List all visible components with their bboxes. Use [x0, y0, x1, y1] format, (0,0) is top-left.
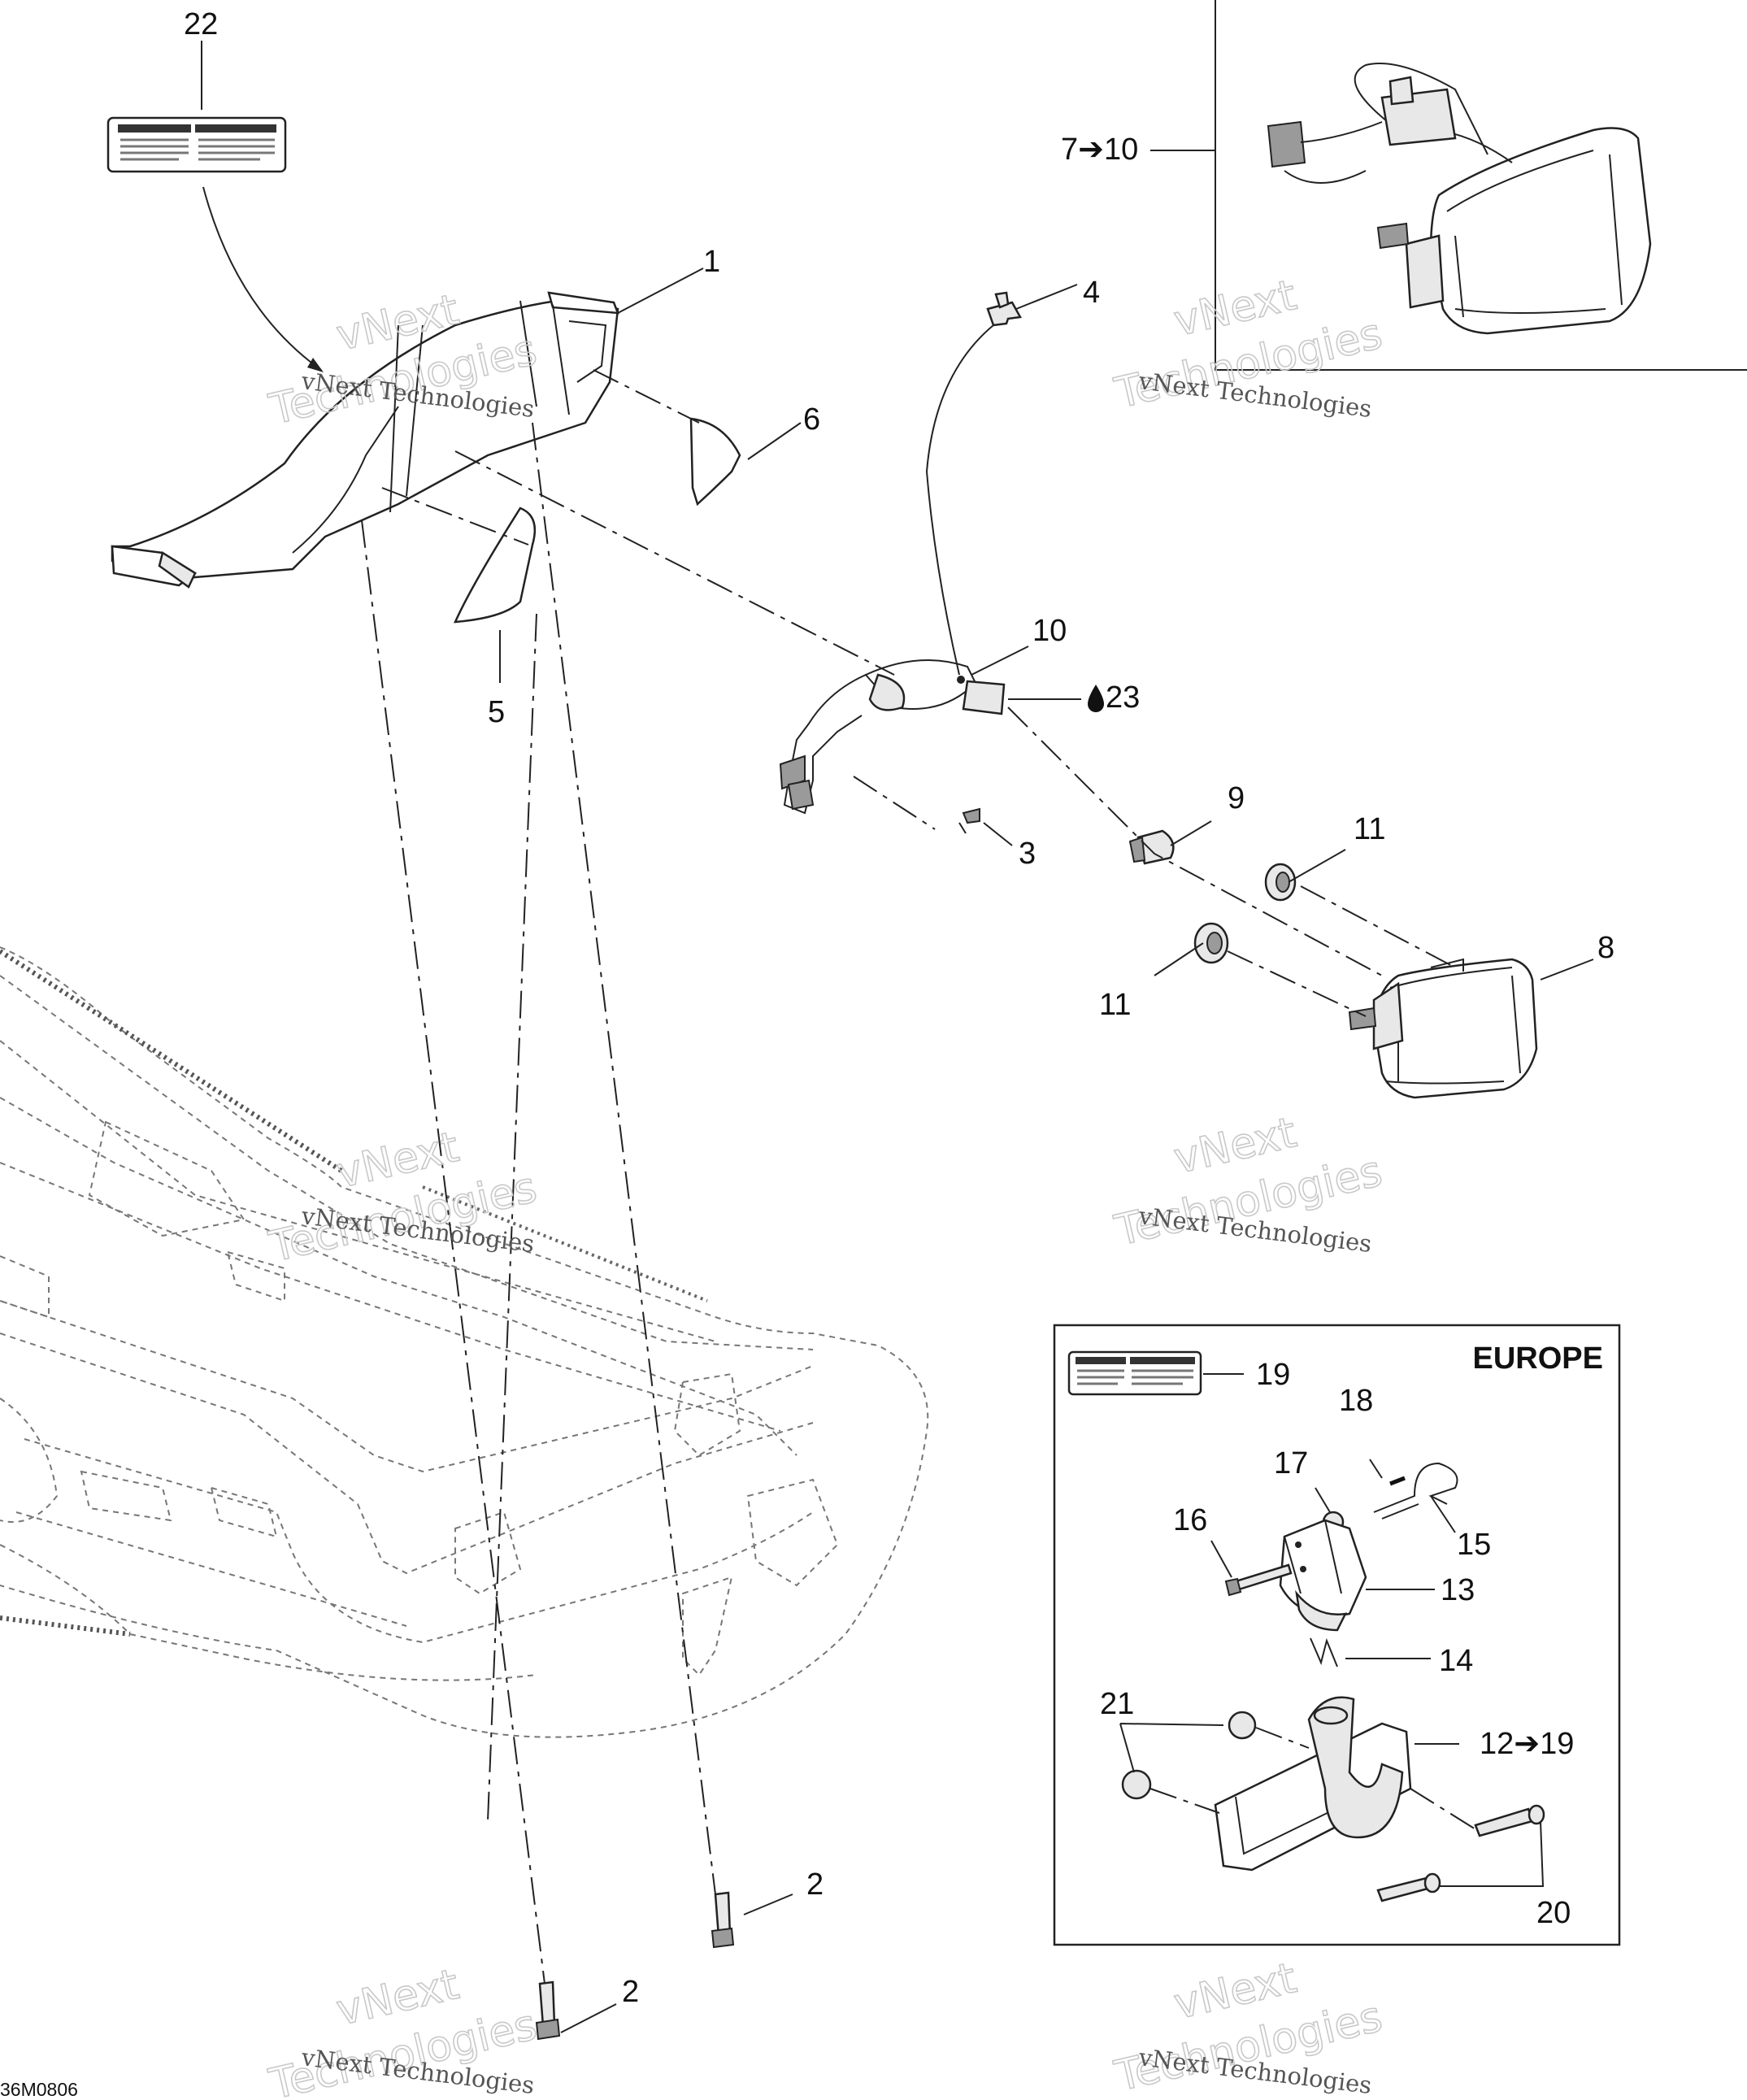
grommet-part-11-lower — [1193, 922, 1229, 964]
callout-9: 9 — [1228, 781, 1245, 815]
callout-10: 10 — [1032, 614, 1067, 648]
callout-3: 3 — [1019, 837, 1036, 871]
callout-20: 20 — [1536, 1896, 1571, 1930]
callout-16: 16 — [1173, 1503, 1207, 1537]
callout-17: 17 — [1274, 1446, 1308, 1480]
callout-5: 5 — [488, 695, 505, 729]
bolt-part-2-left — [535, 1980, 561, 2041]
callout-21: 21 — [1100, 1687, 1134, 1721]
callout-labels: 22 1 4 6 5 7➔10 10 23 3 9 11 11 8 2 2 EU… — [0, 7, 1614, 2100]
callout-4: 4 — [1083, 276, 1100, 310]
watermarks: vNext Technologies vNext Technologies vN… — [264, 270, 1388, 2100]
europe-title: EUROPE — [1473, 1341, 1603, 1376]
bulb-part-9 — [1128, 829, 1175, 865]
oil-drop-icon — [1088, 685, 1104, 712]
callout-13: 13 — [1441, 1573, 1475, 1607]
warning-decal-part-22 — [106, 116, 287, 173]
callout-22: 22 — [184, 7, 218, 41]
grommet-part-11-upper — [1264, 863, 1297, 902]
callout-12-19: 12➔19 — [1480, 1727, 1574, 1761]
callout-2-right: 2 — [806, 1867, 824, 1902]
leader-lines — [201, 41, 1594, 2033]
hood-part-1 — [111, 291, 619, 589]
bolt-part-2-right — [711, 1891, 735, 1949]
callout-19: 19 — [1256, 1358, 1290, 1392]
callout-11-upper: 11 — [1354, 812, 1385, 846]
headlight-part-8 — [1348, 958, 1538, 1099]
screw-part-3 — [958, 807, 980, 834]
harness-part-10 — [779, 659, 1006, 815]
drawing-code: 36M0806 — [0, 2079, 78, 2100]
deflector-part-6 — [689, 417, 741, 507]
callout-23: 23 — [1106, 680, 1140, 715]
callout-8: 8 — [1597, 931, 1614, 965]
callout-11-lower: 11 — [1099, 988, 1131, 1022]
callout-2-left: 2 — [622, 1975, 639, 2009]
callout-7-10: 7➔10 — [1061, 133, 1138, 167]
assembly-lines — [361, 369, 1456, 1985]
callout-6: 6 — [803, 402, 820, 437]
vehicle-frame — [0, 946, 929, 1738]
callout-15: 15 — [1457, 1528, 1491, 1562]
callout-14: 14 — [1439, 1644, 1473, 1678]
connector-part-4 — [925, 291, 1022, 684]
callout-1: 1 — [703, 245, 720, 279]
detail-box-7-10 — [1215, 0, 1747, 371]
callout-18: 18 — [1339, 1384, 1373, 1418]
deflector-part-5 — [454, 507, 537, 624]
europe-detail-box — [1053, 1324, 1621, 1946]
